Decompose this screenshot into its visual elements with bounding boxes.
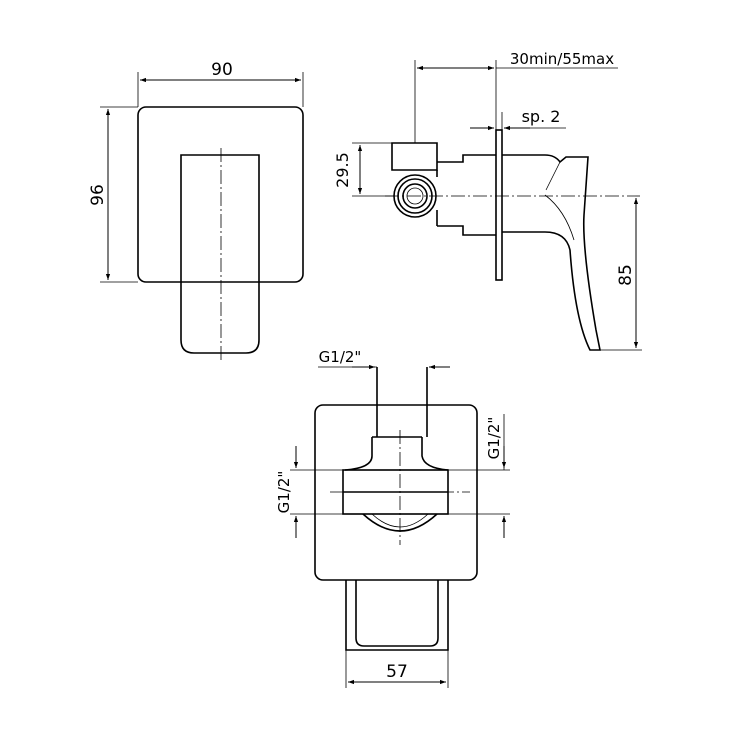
rear-view: G1/2" G1/2" G1/2" 57: [275, 348, 510, 688]
dim-body-width: 57: [386, 662, 408, 682]
side-view: 30min/55max sp. 2 29.5 85: [333, 50, 642, 351]
rear-top-inlet: [376, 367, 428, 437]
front-lever-handle: [180, 154, 260, 354]
dim-thread-right: G1/2": [485, 417, 503, 460]
rear-cover-plate: [314, 404, 478, 581]
side-lever: [502, 154, 601, 351]
side-inlet-nipple: [391, 142, 438, 171]
dim-thread-left: G1/2": [275, 471, 293, 514]
dim-lever-drop: 85: [616, 264, 636, 286]
front-view: 90 96: [88, 60, 304, 360]
dim-plate-thickness: sp. 2: [522, 107, 561, 126]
dim-thread-top: G1/2": [319, 348, 362, 366]
side-wall-plate: [495, 129, 503, 281]
rear-lever-handle: [345, 580, 449, 651]
dim-wall-depth: 30min/55max: [510, 50, 614, 68]
dim-front-width: 90: [211, 60, 233, 80]
front-cover-plate: [137, 106, 304, 283]
dim-inlet-height: 29.5: [333, 152, 352, 188]
dim-front-height: 96: [88, 184, 108, 206]
side-valve-body: [437, 154, 496, 236]
